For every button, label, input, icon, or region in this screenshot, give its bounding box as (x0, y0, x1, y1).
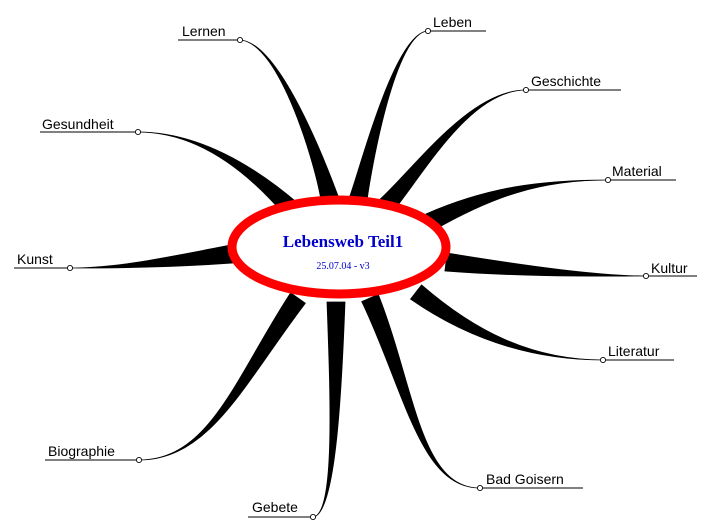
branch-label-literatur[interactable]: Literatur (608, 343, 660, 359)
branch-node-literatur[interactable] (599, 356, 607, 364)
branch-connector-biographie (138, 292, 306, 461)
branch-connector-gebete (312, 301, 346, 518)
branch-label-material[interactable]: Material (612, 163, 662, 179)
branch-node-gebete[interactable] (309, 513, 317, 521)
branch-node-bad-goisern[interactable] (476, 484, 484, 492)
central-topic-subtitle: 25.07.04 - v3 (316, 261, 369, 272)
nodes-layer: Lernen LebenGeschichteGesundheitMaterialK… (17, 14, 688, 521)
central-topic[interactable]: Lebensweb Teil1 25.07.04 - v3 (227, 195, 451, 299)
branch-node-kunst[interactable] (66, 264, 74, 272)
branch-node-kultur[interactable] (642, 272, 650, 280)
branch-label-geschichte[interactable]: Geschichte (531, 73, 601, 89)
branch-label-lernen[interactable]: Lernen (182, 23, 226, 39)
branch-node-geschichte[interactable] (522, 86, 530, 94)
branch-label-gesundheit[interactable]: Gesundheit (42, 116, 114, 132)
branch-label-gebete[interactable]: Gebete (252, 499, 298, 515)
branch-node-leben[interactable] (424, 27, 432, 35)
branch-connector-gesundheit (137, 131, 299, 217)
branch-connector-kultur (444, 252, 647, 277)
branch-connector-kunst (69, 244, 234, 269)
branch-label-biographie[interactable]: Biographie (48, 443, 115, 459)
central-topic-title: Lebensweb Teil1 (283, 232, 403, 251)
branch-label-kunst[interactable]: Kunst (17, 251, 53, 267)
branch-node-biographie[interactable] (135, 456, 143, 464)
branch-connector-material (425, 179, 609, 231)
branch-node-gesundheit[interactable] (134, 128, 142, 136)
branch-label-kultur[interactable]: Kultur (651, 260, 688, 276)
branch-label-bad-goisern[interactable]: Bad Goisern (486, 471, 564, 487)
branch-node-material[interactable] (604, 176, 612, 184)
branch-connector-literatur (409, 284, 604, 361)
branch-node-lernen[interactable] (236, 36, 244, 44)
central-topic-ellipse[interactable] (227, 195, 451, 299)
branch-label-leben[interactable]: Leben (433, 14, 472, 30)
